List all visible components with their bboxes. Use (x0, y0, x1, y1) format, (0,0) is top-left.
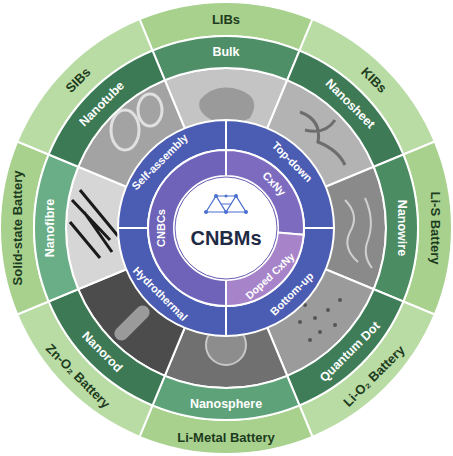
morphology-segment: Nanosphere (151, 374, 301, 421)
center-circle: CNBMs (174, 176, 278, 280)
segment-label: Bulk (212, 46, 239, 59)
morphology-segment: Nanotube (47, 49, 166, 168)
segment-label: Solid-state Battery (11, 171, 24, 286)
morphology-segment: Quantum Dot (286, 288, 405, 407)
ring-sector (374, 155, 418, 302)
segment-label: Nanosphere (190, 398, 262, 411)
center-disc (175, 177, 277, 279)
nanowire-strand (345, 198, 372, 268)
segment-label: Li-Metal Battery (177, 431, 275, 444)
segment-outline (47, 49, 166, 168)
morphology-segment: Nanosheet (286, 49, 405, 168)
segment-label: Li-S Battery (429, 192, 442, 265)
quantum-dot-texture (298, 298, 342, 342)
center-title: CNBMs (190, 228, 261, 248)
morphology-segment: Nanofibre (33, 153, 80, 303)
nanofibre-strand (70, 190, 118, 258)
segment-outline (151, 35, 301, 82)
ring-sector (49, 51, 165, 167)
morphology-segment: Nanowire (372, 153, 419, 303)
ring-sector (153, 376, 300, 420)
morphology-segment: Bulk (151, 35, 301, 82)
ring-sector (153, 36, 300, 80)
ring-sector (34, 155, 78, 302)
ring-sector (287, 289, 403, 405)
segment-label: CNBCs (156, 209, 167, 247)
segment-label: Nanowire (396, 200, 409, 256)
nanorod-particle (111, 302, 152, 343)
segment-label: Nanofibre (44, 199, 57, 257)
segment-label: LIBs (212, 13, 240, 26)
ring-sector (287, 51, 403, 167)
bulk-particle (199, 88, 254, 124)
morphology-segment: Nanorod (47, 288, 166, 407)
segment-outline (33, 153, 80, 303)
ring-sector (49, 289, 165, 405)
